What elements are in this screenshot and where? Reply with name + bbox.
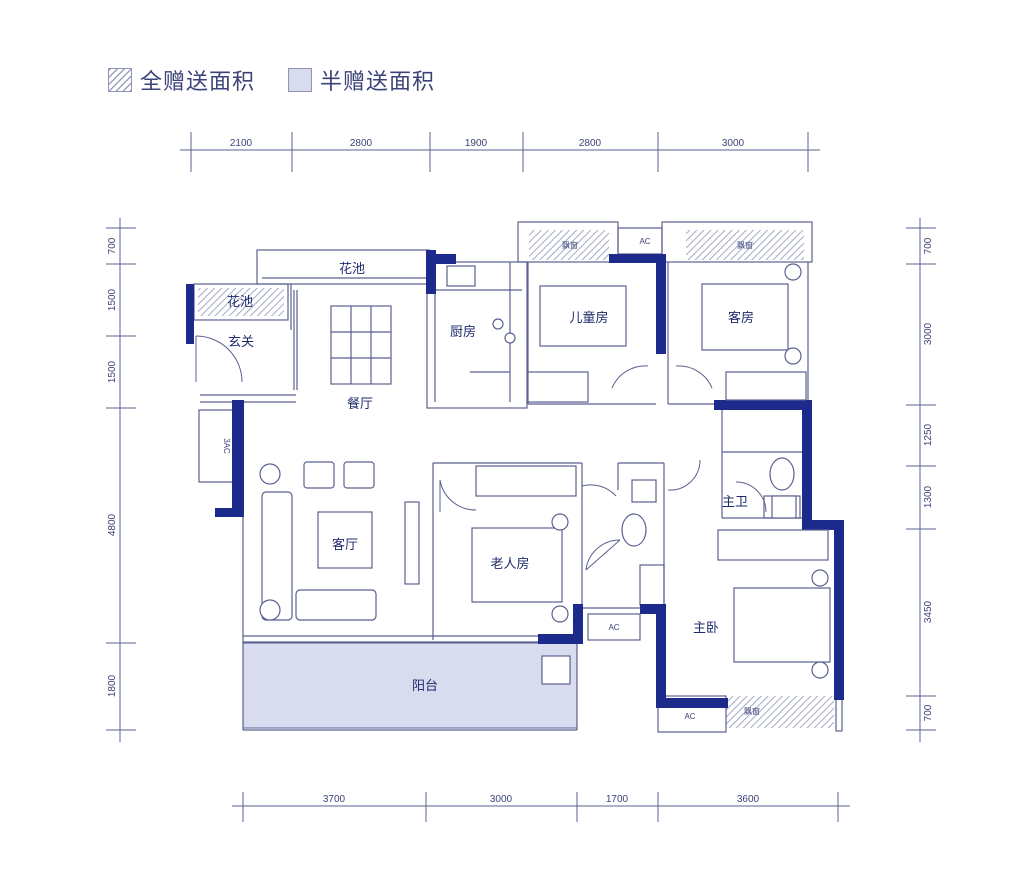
wardrobe-icon — [725, 371, 807, 401]
lamp-icon — [811, 569, 829, 587]
wardrobe-icon — [475, 465, 577, 497]
sofa-icon — [261, 491, 293, 621]
wardrobe-icon — [717, 529, 829, 561]
label-dining: 餐厅 — [347, 396, 373, 411]
dim-right-6: 700 — [923, 704, 934, 721]
dim-left-2: 1500 — [107, 288, 118, 311]
legend-full-gift-label: 全赠送面积 — [140, 69, 256, 94]
bed-icon — [733, 587, 831, 663]
dim-right-1: 700 — [923, 237, 934, 254]
label-living: 客厅 — [332, 537, 358, 552]
toilet-icon — [621, 513, 647, 547]
tv-cabinet-icon — [404, 501, 420, 585]
dim-bottom-2: 3000 — [490, 794, 513, 805]
dim-bottom-1: 3700 — [323, 794, 346, 805]
hatched-bay-window-kids — [529, 230, 609, 260]
bed-icon — [471, 527, 563, 603]
dim-bottom-3: 1700 — [606, 794, 629, 805]
wardrobe-icon — [527, 371, 589, 403]
coffee-table-icon — [317, 511, 373, 569]
armchair-icon — [343, 461, 375, 489]
dim-top-5: 3000 — [722, 138, 745, 149]
dim-right-2: 3000 — [923, 322, 934, 345]
small-labels: 飘窗 飘窗 飘窗 AC AC AC 3AC — [222, 237, 760, 721]
lamp-icon — [784, 263, 802, 281]
dim-left-4: 4800 — [107, 513, 118, 536]
label-master-bath: 主卫 — [722, 494, 748, 509]
lamp-icon — [784, 347, 802, 365]
label-bay-window-master: 飘窗 — [744, 706, 760, 716]
basin-icon — [631, 479, 657, 503]
stove-icon — [504, 332, 516, 344]
basin-icon — [771, 495, 797, 519]
label-ac-top: AC — [639, 237, 650, 246]
dining-table-icon — [330, 305, 392, 385]
stove-icon — [492, 318, 504, 330]
lamp-icon — [551, 513, 569, 531]
label-bay-window-guest: 飘窗 — [737, 240, 753, 250]
shaded-swatch — [288, 68, 312, 92]
dim-top-2: 2800 — [350, 138, 373, 149]
label-entrance: 玄关 — [228, 334, 254, 349]
lamp-icon — [259, 599, 281, 621]
lamp-icon — [259, 463, 281, 485]
dim-left-3: 1500 — [107, 360, 118, 383]
hatched-swatch — [108, 68, 132, 92]
dim-right-3: 1250 — [923, 423, 934, 446]
furniture — [259, 263, 831, 685]
toilet-icon — [769, 457, 795, 491]
sink-icon — [446, 265, 476, 287]
dim-left-1: 700 — [107, 237, 118, 254]
label-master-bedroom: 主卧 — [693, 620, 719, 635]
balcony-area — [242, 642, 578, 729]
bed-icon — [701, 283, 789, 351]
label-ac-mid: AC — [608, 623, 619, 632]
dimension-lines — [106, 132, 936, 822]
sofa-icon — [295, 589, 377, 621]
bed-icon — [539, 285, 627, 347]
label-elder-room: 老人房 — [490, 556, 529, 571]
washer-icon — [541, 655, 571, 685]
label-kids-room: 儿童房 — [569, 310, 608, 325]
hatched-flower-bed — [198, 288, 284, 316]
hatched-bay-window-guest — [686, 230, 804, 260]
dim-left-5: 1800 — [107, 674, 118, 697]
legend-half-gift-label: 半赠送面积 — [320, 69, 436, 94]
label-flower-bed-left: 花池 — [227, 294, 253, 309]
lamp-icon — [811, 661, 829, 679]
armchair-icon — [303, 461, 335, 489]
dimension-labels: 2100 2800 1900 2800 3000 3700 3000 1700 … — [107, 138, 934, 805]
dim-top-1: 2100 — [230, 138, 253, 149]
dim-bottom-4: 3600 — [737, 794, 760, 805]
dim-right-5: 3450 — [923, 600, 934, 623]
hatched-bay-window-master — [726, 696, 834, 728]
legend-full-gift: 全赠送面积 — [108, 64, 255, 96]
label-ac-bottom: AC — [684, 712, 695, 721]
dim-right-4: 1300 — [923, 485, 934, 508]
lamp-icon — [551, 605, 569, 623]
label-ac-vertical: 3AC — [222, 438, 231, 454]
dim-top-3: 1900 — [465, 138, 488, 149]
thick-walls — [186, 250, 844, 708]
label-balcony: 阳台 — [412, 678, 438, 693]
label-bay-window-kids: 飘窗 — [562, 240, 578, 250]
door-swings — [195, 335, 767, 571]
label-guest-room: 客房 — [728, 310, 754, 325]
label-kitchen: 厨房 — [450, 324, 476, 339]
label-flower-bed-top: 花池 — [339, 261, 365, 276]
dim-top-4: 2800 — [579, 138, 602, 149]
room-labels: 花池 花池 玄关 厨房 餐厅 儿童房 客房 主卫 客厅 老人房 主卧 阳台 — [227, 261, 754, 693]
legend-half-gift: 半赠送面积 — [288, 64, 435, 96]
